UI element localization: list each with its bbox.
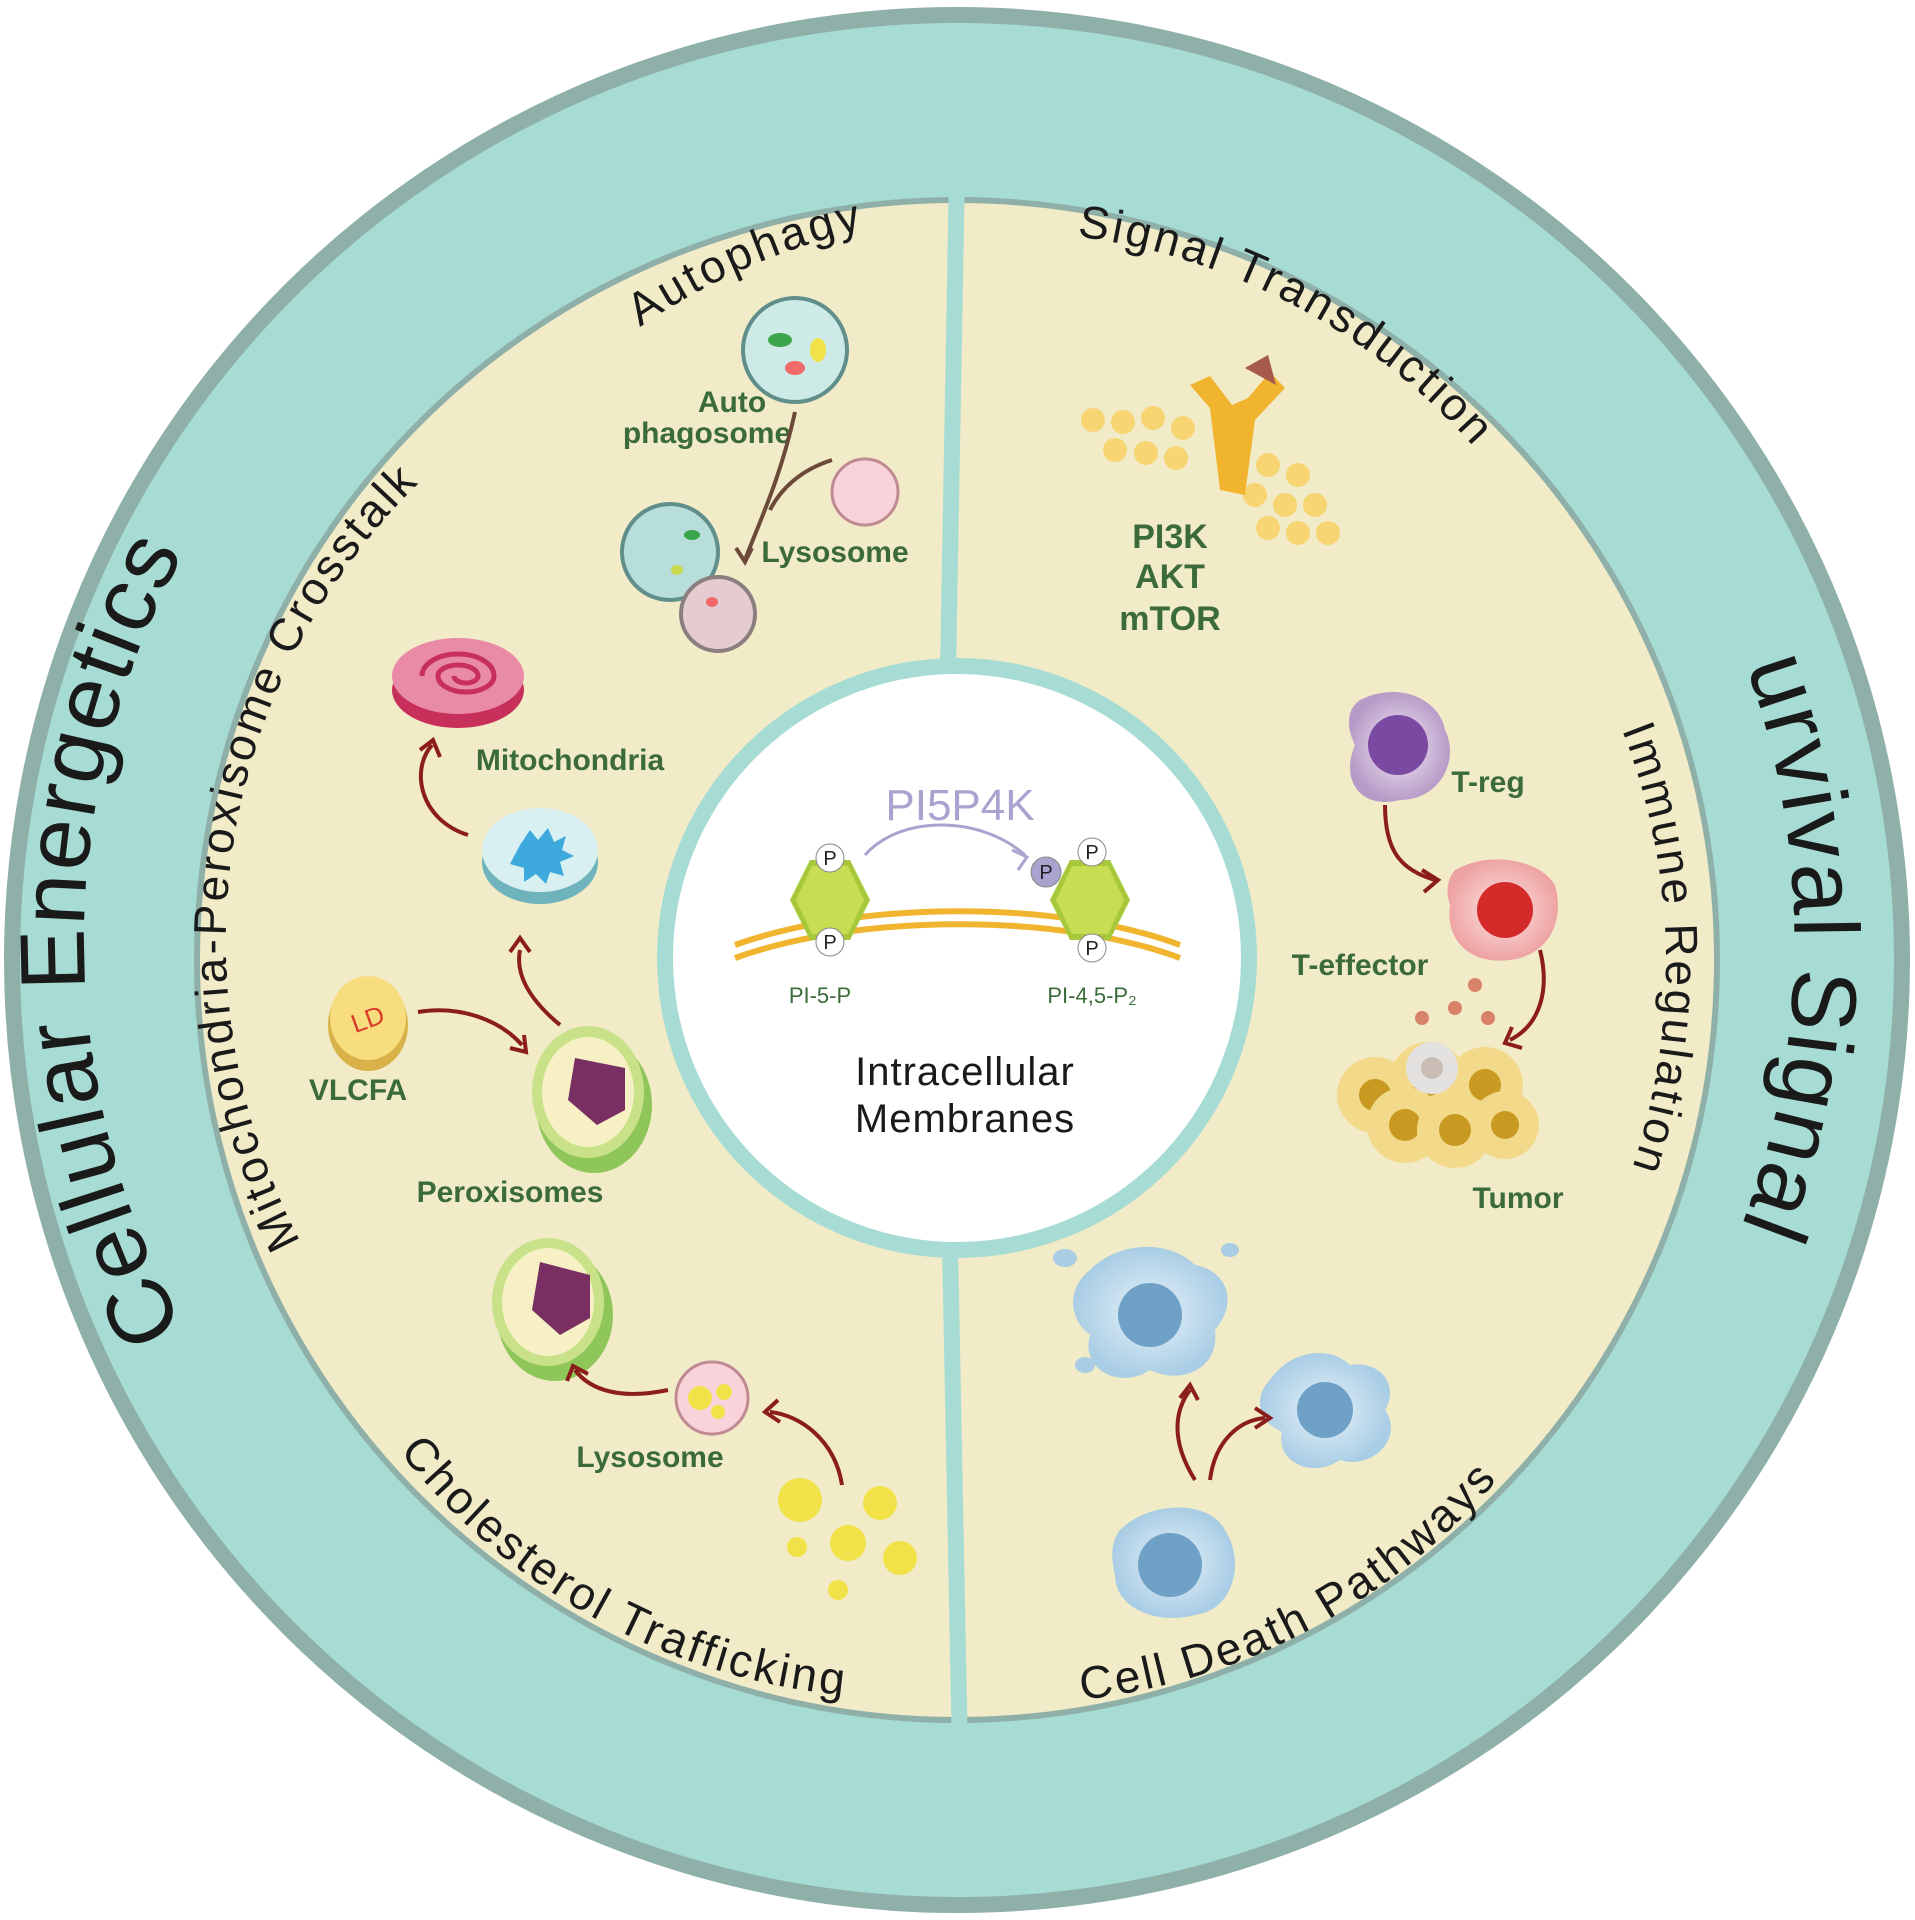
membrane-bilayer (733, 908, 1182, 948)
peroxisome-icon (532, 1026, 652, 1173)
cholesterol-droplets-icon (778, 1478, 917, 1600)
divider-vertical-top (940, 169, 965, 673)
arrow-ld-to-peroxisome (417, 1008, 524, 1047)
arrow-to-mito-peroxisome (517, 949, 562, 1027)
healthy-cell-icon (1112, 1507, 1235, 1619)
autophagosome-icon (741, 296, 849, 404)
lysosome-top-icon (830, 457, 900, 527)
label-lysosome-top: Lysosome (761, 536, 908, 569)
lipid-droplet-icon: LD (328, 976, 408, 1071)
label-vlcfa: VLCFA (309, 1074, 407, 1107)
cytokine-dots-icon (1415, 978, 1495, 1025)
arrow-treg-to-teffector (1383, 804, 1436, 882)
receptor-membrane-icon (1081, 355, 1340, 545)
label-peroxisomes: Peroxisomes (417, 1176, 604, 1209)
label-tumor: Tumor (1472, 1182, 1563, 1215)
phosphate-label-2: P (823, 932, 836, 954)
necrotic-cell-icon (1053, 1243, 1239, 1378)
label-autophagosome-1: Auto (698, 386, 766, 419)
label-treg: T-reg (1451, 766, 1524, 799)
enzyme-label: PI5P4K (885, 781, 1034, 830)
peroxisome-mito-icon (482, 808, 598, 904)
peroxisome-bottom-icon (492, 1238, 613, 1381)
label-lysosome-bottom: Lysosome (576, 1441, 723, 1474)
apoptotic-cell-icon (1259, 1353, 1391, 1469)
label-pi5p: PI-5-P (789, 983, 851, 1008)
center-circle (657, 658, 1257, 1258)
label-teffector: T-effector (1292, 949, 1429, 982)
phosphate-label-3: P (1085, 842, 1098, 864)
arrow-teffector-to-tumor (1509, 949, 1546, 1042)
autolysosome-icon (620, 502, 757, 653)
label-pi45p2: PI-4,5-P₂ (1047, 983, 1136, 1008)
arrow-to-apoptotic (1208, 1416, 1266, 1481)
phosphate-label-4: P (1085, 938, 1098, 960)
label-mitochondria: Mitochondria (476, 744, 665, 777)
enzyme-arrow (863, 823, 1026, 857)
mitochondria-icon (392, 638, 524, 728)
pi45p2-headgroup-icon (1030, 837, 1130, 963)
arrow-lysosome-to-peroxisome (573, 1368, 669, 1396)
label-pi3k: PI3K (1132, 518, 1208, 556)
label-akt: AKT (1135, 558, 1205, 596)
pi5p-headgroup-icon (790, 843, 870, 957)
label-mtor: mTOR (1119, 600, 1220, 638)
divider-vertical-bottom (942, 1244, 968, 1756)
lysosome-bottom-icon (674, 1360, 750, 1436)
arrow-to-mitochondria (418, 743, 469, 837)
t-reg-cell-icon (1348, 691, 1450, 802)
t-effector-cell-icon (1447, 859, 1558, 961)
arrow-to-necrotic (1175, 1388, 1197, 1482)
autophagy-fusion-arrow (743, 411, 833, 561)
phosphate-label-new: P (1039, 862, 1052, 884)
center-title-line-2: Membranes (855, 1097, 1075, 1141)
label-autophagosome-2: phagosome (623, 417, 791, 450)
arrow-cholesterol-to-lysosome (769, 1410, 844, 1486)
center-title-line-1: Intracellular (855, 1050, 1075, 1094)
phosphate-label-1: P (823, 848, 836, 870)
tumor-cluster-icon (1337, 1042, 1539, 1168)
